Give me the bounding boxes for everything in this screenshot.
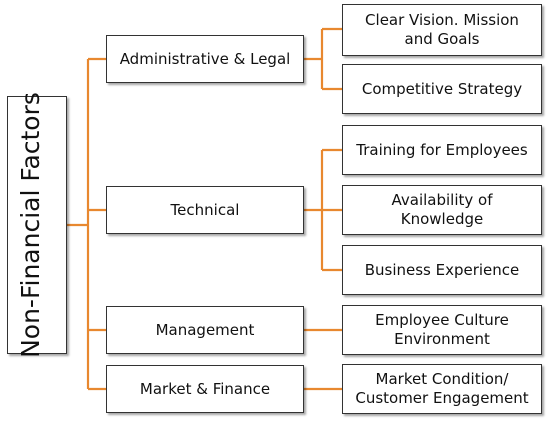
branch-label: Market & Finance: [139, 379, 271, 398]
leaf-business-experience: Business Experience: [342, 245, 542, 295]
root-node: [7, 96, 67, 354]
leaf-availability-knowledge: Availability of Knowledge: [342, 185, 542, 235]
leaf-label: Business Experience: [364, 260, 520, 279]
branch-label: Technical: [170, 200, 240, 219]
leaf-training-employees: Training for Employees: [342, 125, 542, 175]
leaf-employee-culture: Employee Culture Environment: [342, 305, 542, 355]
root-label: Non-Financial Factors: [15, 92, 45, 358]
branch-market-finance: Market & Finance: [106, 365, 304, 413]
leaf-clear-vision: Clear Vision. Mission and Goals: [342, 4, 542, 56]
leaf-competitive-strategy: Competitive Strategy: [342, 64, 542, 114]
branch-management: Management: [106, 306, 304, 354]
leaf-label: Competitive Strategy: [361, 79, 523, 98]
leaf-label: Availability of Knowledge: [391, 191, 493, 228]
leaf-label: Training for Employees: [356, 140, 528, 159]
leaf-label: Market Condition/ Customer Engagement: [355, 370, 529, 407]
branch-label: Management: [155, 320, 255, 339]
branch-administrative-legal: Administrative & Legal: [106, 35, 304, 83]
leaf-market-condition: Market Condition/ Customer Engagement: [342, 364, 542, 414]
branch-label: Administrative & Legal: [119, 49, 291, 68]
leaf-label: Clear Vision. Mission and Goals: [365, 11, 519, 48]
leaf-label: Employee Culture Environment: [375, 311, 509, 348]
branch-technical: Technical: [106, 186, 304, 234]
